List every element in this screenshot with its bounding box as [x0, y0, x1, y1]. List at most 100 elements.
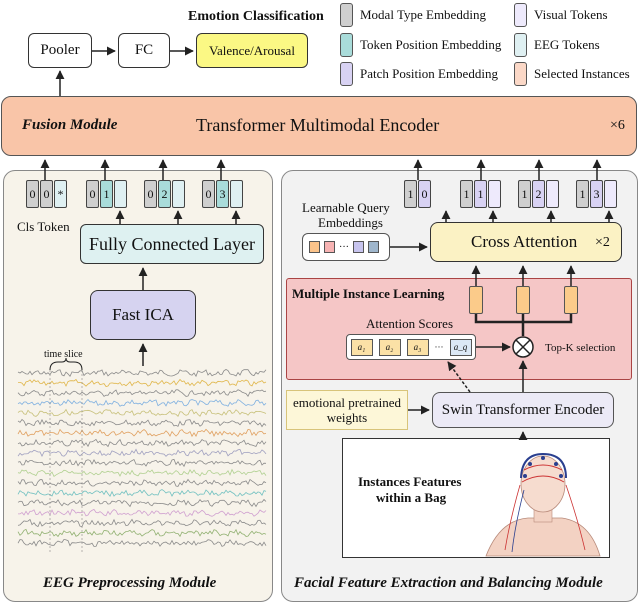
eeg-trace [17, 458, 267, 468]
patch-position-token: 1 [474, 180, 487, 208]
time-slice-label: time slice [44, 349, 83, 360]
cls-token: * [54, 180, 67, 208]
eeg-trace [17, 468, 267, 478]
eeg-trace [17, 418, 267, 428]
cross-attention-block: Cross Attention [430, 222, 622, 262]
legend-label-eeg: EEG Tokens [534, 37, 600, 52]
pooler-block: Pooler [28, 33, 92, 68]
legend-swatch-modal [340, 3, 353, 27]
face-token-group-0: 1 0 [404, 180, 432, 208]
selected-instance [516, 286, 530, 314]
encoder-label: Transformer Multimodal Encoder [196, 115, 440, 135]
eeg-module-title: EEG Preprocessing Module [43, 575, 217, 591]
visual-token [604, 180, 617, 208]
fast-ica-block: Fast ICA [90, 290, 196, 340]
modal-type-token: 0 [202, 180, 215, 208]
position-token: 2 [158, 180, 171, 208]
legend-label-modal: Modal Type Embedding [360, 7, 486, 22]
legend-swatch-patch-pos [340, 62, 353, 86]
eeg-trace [18, 508, 267, 517]
eeg-token [114, 180, 127, 208]
output-block: Valence/Arousal [196, 33, 308, 68]
legend-swatch-eeg [514, 33, 527, 57]
pretrained-line1: emotional pretrained [293, 395, 401, 410]
fusion-module-label: Fusion Module [22, 117, 118, 133]
query-dots: ··· [339, 241, 349, 253]
query-label-line2: Embeddings [318, 215, 383, 230]
eeg-trace [18, 378, 267, 387]
fc-block: FC [118, 33, 170, 68]
cross-attention-repeat: ×2 [595, 235, 610, 250]
modal-type-token: 0 [26, 180, 39, 208]
query-label-line1: Learnable Query [302, 200, 390, 215]
legend-swatch-visual [514, 3, 527, 27]
eeg-trace [17, 489, 267, 497]
query-token [324, 241, 335, 253]
position-token: 0 [40, 180, 53, 208]
eeg-trace [17, 498, 267, 508]
patch-position-token: 3 [590, 180, 603, 208]
score-chip: a_q [449, 338, 472, 356]
eeg-trace [17, 369, 267, 378]
face-module-title: Facial Feature Extraction and Balancing … [294, 575, 603, 591]
bag-label-line1: Instances Features [358, 474, 462, 489]
query-token [353, 241, 364, 253]
query-embeddings: ··· [302, 233, 390, 261]
query-token [368, 241, 379, 253]
mil-title: Multiple Instance Learning [292, 286, 445, 301]
eeg-trace [17, 518, 267, 528]
attention-scores-row: a₁ a₂ a₃ ··· a_q [346, 334, 476, 360]
topk-label: Top-K selection [545, 342, 616, 354]
modal-type-token: 1 [518, 180, 531, 208]
face-token-group-2: 1 2 [518, 180, 560, 208]
swin-encoder-block: Swin Transformer Encoder [432, 392, 614, 428]
emotion-title: Emotion Classification [188, 9, 324, 24]
patch-position-token: 2 [532, 180, 545, 208]
fc-layer-block: Fully Connected Layer [80, 224, 264, 264]
eeg-trace [17, 448, 267, 458]
legend-label-token-pos: Token Position Embedding [360, 37, 502, 52]
face-token-group-3: 1 3 [576, 180, 618, 208]
eeg-trace [17, 428, 267, 438]
legend-label-patch-pos: Patch Position Embedding [360, 66, 498, 81]
legend-label-selected: Selected Instances [534, 66, 630, 81]
eeg-token-group-1: 0 1 [86, 180, 128, 208]
patch-position-token: 0 [418, 180, 431, 208]
selected-instance [564, 286, 578, 314]
bag-label-line2: within a Bag [376, 490, 447, 505]
eeg-trace [17, 389, 267, 397]
eeg-token [172, 180, 185, 208]
eeg-trace [17, 478, 267, 487]
cls-token-label: Cls Token [17, 219, 70, 234]
modal-type-token: 0 [144, 180, 157, 208]
modal-type-token: 1 [460, 180, 473, 208]
position-token: 1 [100, 180, 113, 208]
legend-swatch-token-pos [340, 33, 353, 57]
eeg-token [230, 180, 243, 208]
eeg-trace [17, 408, 267, 417]
modal-type-token: 1 [576, 180, 589, 208]
selected-instance [469, 286, 483, 314]
visual-token [488, 180, 501, 208]
eeg-trace [17, 399, 267, 407]
query-token [309, 241, 320, 253]
eeg-trace [17, 538, 267, 547]
eeg-token-group-3: 0 3 [202, 180, 244, 208]
score-chip: a₂ [378, 338, 401, 356]
score-chip: a₃ [406, 338, 429, 356]
eeg-token-group-2: 0 2 [144, 180, 186, 208]
fusion-bar [1, 96, 637, 156]
eeg-token-group-0: 0 0 * [26, 180, 68, 208]
score-dots: ··· [434, 342, 444, 352]
score-chip: a₁ [350, 338, 373, 356]
pretrained-line2: weights [326, 410, 368, 425]
face-token-group-1: 1 1 [460, 180, 502, 208]
legend-label-visual: Visual Tokens [534, 7, 608, 22]
eeg-trace [17, 528, 267, 538]
modal-type-token: 1 [404, 180, 417, 208]
attention-scores-label: Attention Scores [366, 316, 454, 331]
